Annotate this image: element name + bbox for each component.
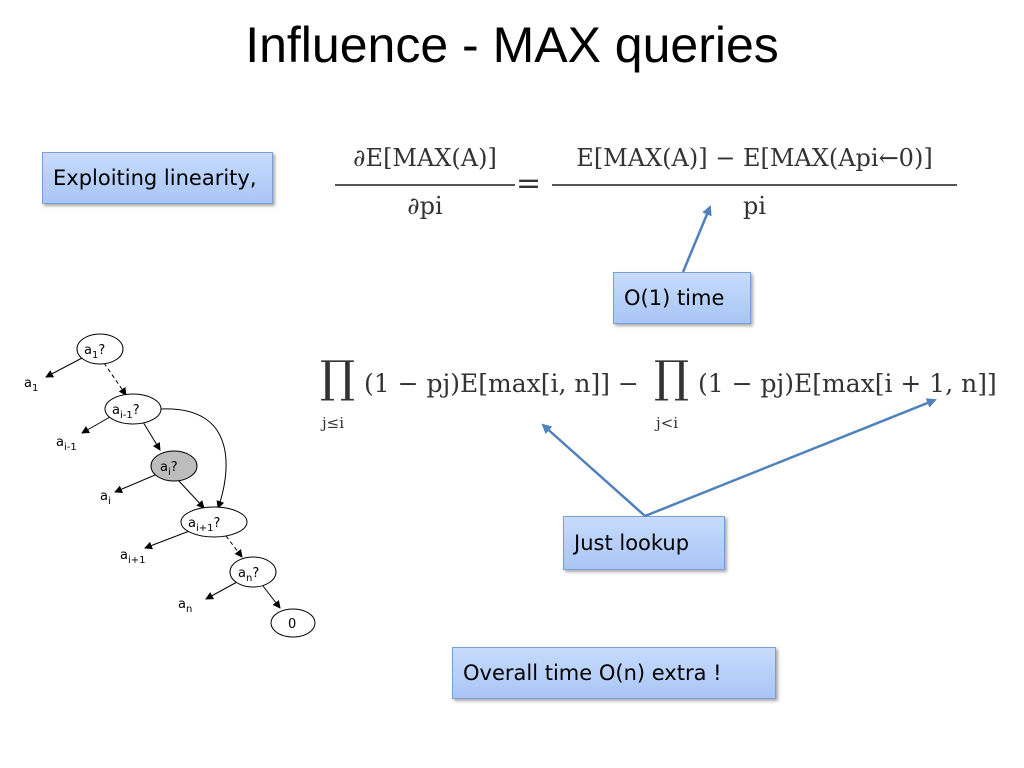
edge-a1-to-ai-1 bbox=[103, 362, 127, 396]
tree-leaf-ai+1: ai+1 bbox=[120, 548, 146, 566]
product-symbol-2: ∏ bbox=[654, 352, 690, 403]
tree-node-zero: 0 bbox=[270, 608, 316, 638]
svg-text:0: 0 bbox=[288, 617, 296, 632]
svg-text:an?: an? bbox=[238, 566, 259, 584]
product-subscript-1: j≤i bbox=[322, 414, 345, 432]
product-subscript-2: j<i bbox=[656, 414, 679, 432]
product-symbol-1: ∏ bbox=[320, 352, 356, 403]
equals-sign: = bbox=[516, 166, 542, 201]
product-equation: ∏ j≤i (1 − pj)E[max[i, n]] − ∏ j<i (1 − … bbox=[318, 352, 1018, 442]
product-term-1: (1 − pj)E[max[i, n]] − bbox=[364, 369, 639, 398]
edge-an-to-zero bbox=[262, 585, 281, 609]
tree-node-an: an? bbox=[229, 556, 277, 588]
edge-ai-to-ai+1 bbox=[177, 479, 205, 509]
just-lookup-callout: Just lookup bbox=[563, 516, 725, 570]
lhs-fraction: ∂E[MAX(A)] ∂pi bbox=[335, 140, 515, 230]
o1-time-callout: O(1) time bbox=[613, 272, 751, 324]
tree-leaf-an: an bbox=[178, 597, 192, 615]
svg-text:ai?: ai? bbox=[160, 460, 178, 478]
decision-tree: a1? ai-1? ai? ai+1? an? 0 a1 ai-1 ai ai+… bbox=[24, 333, 316, 638]
svg-text:ai-1?: ai-1? bbox=[112, 403, 140, 421]
tree-node-ai+1: ai+1? bbox=[180, 506, 248, 538]
rhs-fraction-bar bbox=[552, 184, 957, 186]
lhs-denominator: ∂pi bbox=[407, 192, 443, 220]
exploiting-linearity-callout: Exploiting linearity, bbox=[42, 152, 273, 204]
product-term-2: (1 − pj)E[max[i + 1, n]] bbox=[698, 369, 997, 398]
rhs-denominator: pi bbox=[742, 192, 767, 220]
tree-leaf-a1: a1 bbox=[24, 376, 38, 394]
derivative-equation: ∂E[MAX(A)] ∂pi = E[MAX(A)] − E[MAX(Api←0… bbox=[330, 140, 970, 230]
tree-leaf-ai: ai bbox=[100, 489, 111, 507]
tree-node-ai-1: ai-1? bbox=[104, 393, 162, 425]
edge-ai-1-leaf bbox=[81, 416, 111, 434]
lhs-fraction-bar bbox=[335, 184, 515, 186]
edge-an-leaf bbox=[205, 581, 238, 600]
edge-ai-1-to-ai+1 bbox=[159, 408, 227, 509]
edge-ai-leaf bbox=[114, 474, 156, 493]
rhs-fraction: E[MAX(A)] − E[MAX(Api←0)] pi bbox=[552, 140, 957, 230]
slide-title: Influence - MAX queries bbox=[245, 17, 779, 73]
overall-time-callout: Overall time O(n) extra ! bbox=[452, 647, 776, 699]
tree-node-ai: ai? bbox=[150, 450, 198, 482]
tree-leaf-ai-1: ai-1 bbox=[56, 435, 77, 453]
edge-ai-1-to-ai bbox=[142, 421, 161, 451]
edge-ai+1-leaf bbox=[144, 529, 193, 550]
edge-ai+1-to-an bbox=[225, 535, 243, 558]
rhs-numerator: E[MAX(A)] − E[MAX(Api←0)] bbox=[576, 144, 933, 172]
lhs-numerator: ∂E[MAX(A)] bbox=[353, 144, 497, 172]
edge-a1-leaf bbox=[45, 357, 83, 378]
tree-node-a1: a1? bbox=[76, 333, 124, 365]
svg-text:a1?: a1? bbox=[84, 343, 105, 361]
